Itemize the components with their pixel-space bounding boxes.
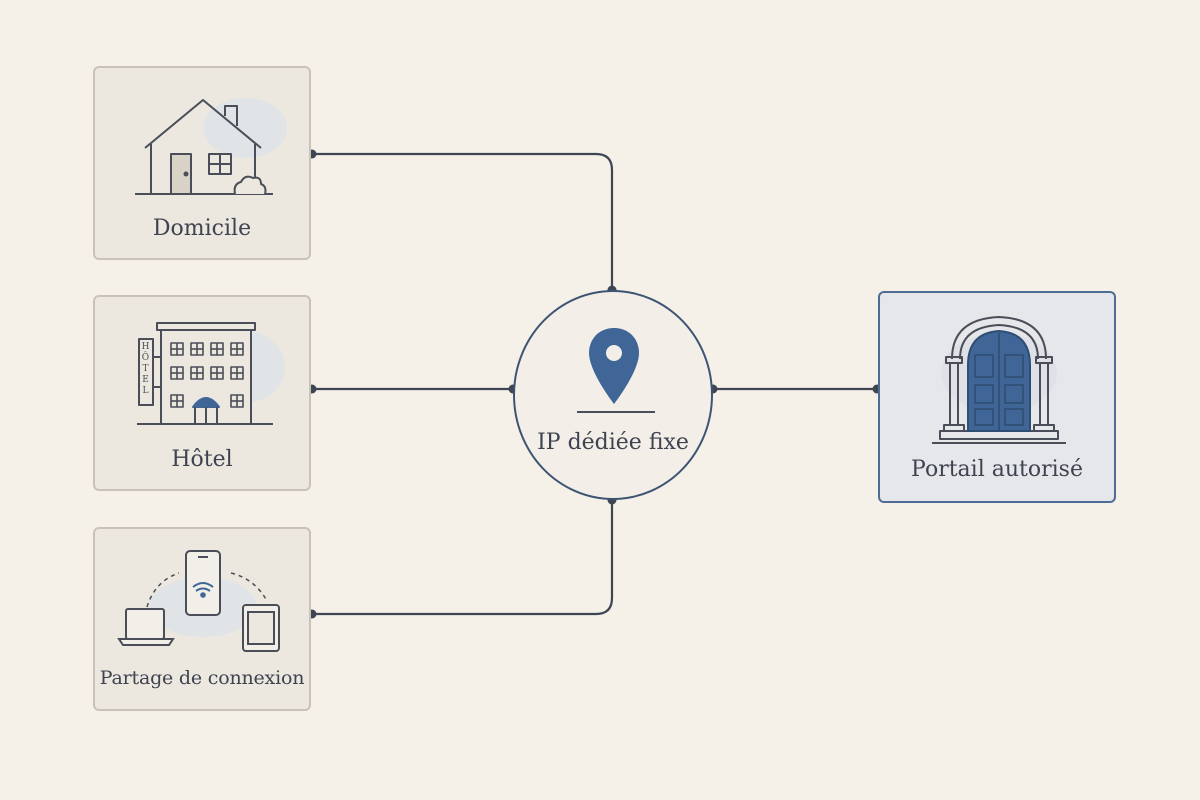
location-pin-icon: [577, 328, 655, 413]
line-domicile-to-hub: [312, 152, 614, 290]
laptop-icon: [117, 608, 175, 646]
dashed-arc-right: [230, 572, 268, 602]
tablet-icon: [242, 604, 280, 652]
arched-door-icon: [932, 316, 1066, 444]
hub-label: IP dédiée fixe: [537, 430, 689, 455]
house-icon: [135, 98, 287, 195]
node-ip-dediee-fixe: IP dédiée fixe: [513, 290, 713, 500]
node-label-portail: Portail autorisé: [911, 457, 1083, 482]
node-partage-de-connexion: Partage de connexion: [93, 527, 311, 711]
dashed-arc-left: [146, 572, 180, 608]
node-label-partage: Partage de connexion: [99, 667, 305, 689]
hotel-building-icon: [137, 322, 285, 425]
node-label-domicile: Domicile: [152, 216, 252, 241]
node-portail-autorise: Portail autorisé: [878, 291, 1116, 503]
phone-icon: [185, 550, 221, 616]
node-domicile: Domicile: [93, 66, 311, 260]
line-partage-to-hub: [312, 500, 614, 616]
node-label-hotel: Hôtel: [171, 447, 233, 472]
devices-sharing-icon: [117, 550, 280, 652]
